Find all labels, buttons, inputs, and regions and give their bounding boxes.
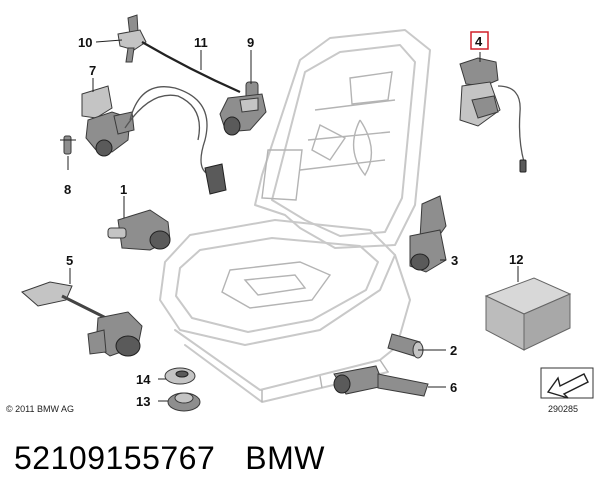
seat-frame bbox=[159, 29, 431, 403]
part-6-actuator bbox=[333, 365, 429, 397]
callout-9: 9 bbox=[247, 35, 254, 50]
callout-1: 1 bbox=[120, 182, 127, 197]
leader-lines bbox=[67, 39, 519, 402]
callout-7: 7 bbox=[89, 63, 96, 78]
callout-4: 4 bbox=[475, 34, 483, 49]
callout-8: 8 bbox=[64, 182, 71, 197]
part-cable-loop bbox=[129, 86, 211, 176]
callout-10: 10 bbox=[78, 35, 92, 50]
callout-4-highlight bbox=[470, 31, 489, 50]
callout-14: 14 bbox=[136, 372, 151, 387]
callout-11: 11 bbox=[194, 35, 208, 50]
part-13-cap bbox=[167, 392, 201, 412]
callout-12: 12 bbox=[509, 252, 523, 267]
callout-2: 2 bbox=[450, 343, 457, 358]
brand-name: BMW bbox=[245, 440, 325, 476]
part-11-cable bbox=[141, 41, 241, 94]
part-caption: 52109155767 BMW bbox=[14, 440, 325, 477]
part-connector bbox=[204, 163, 227, 195]
part-8-pin bbox=[60, 135, 76, 155]
part-4-adjuster bbox=[459, 57, 527, 173]
diagram-reference-number: 290285 bbox=[548, 404, 579, 414]
part-14-cover bbox=[164, 367, 196, 385]
part-1-motor bbox=[107, 209, 171, 251]
callout-13: 13 bbox=[136, 394, 150, 409]
part-2-cylinder bbox=[387, 333, 424, 359]
part-number: 52109155767 bbox=[14, 440, 216, 476]
seat-parts-diagram: 10 11 9 4 7 8 1 3 5 12 2 14 13 6 bbox=[21, 14, 594, 412]
part-9-motor bbox=[219, 81, 267, 136]
copyright-notice: © 2011 BMW AG bbox=[6, 404, 74, 414]
direction-arrow-icon bbox=[540, 367, 594, 399]
part-7-adjuster bbox=[81, 85, 135, 157]
callout-3: 3 bbox=[451, 253, 458, 268]
callout-6: 6 bbox=[450, 380, 457, 395]
part-10-handle bbox=[117, 14, 147, 63]
part-5-adjuster bbox=[21, 281, 143, 357]
part-3-motor bbox=[409, 195, 447, 273]
callout-5: 5 bbox=[66, 253, 73, 268]
part-12-box bbox=[484, 277, 572, 351]
